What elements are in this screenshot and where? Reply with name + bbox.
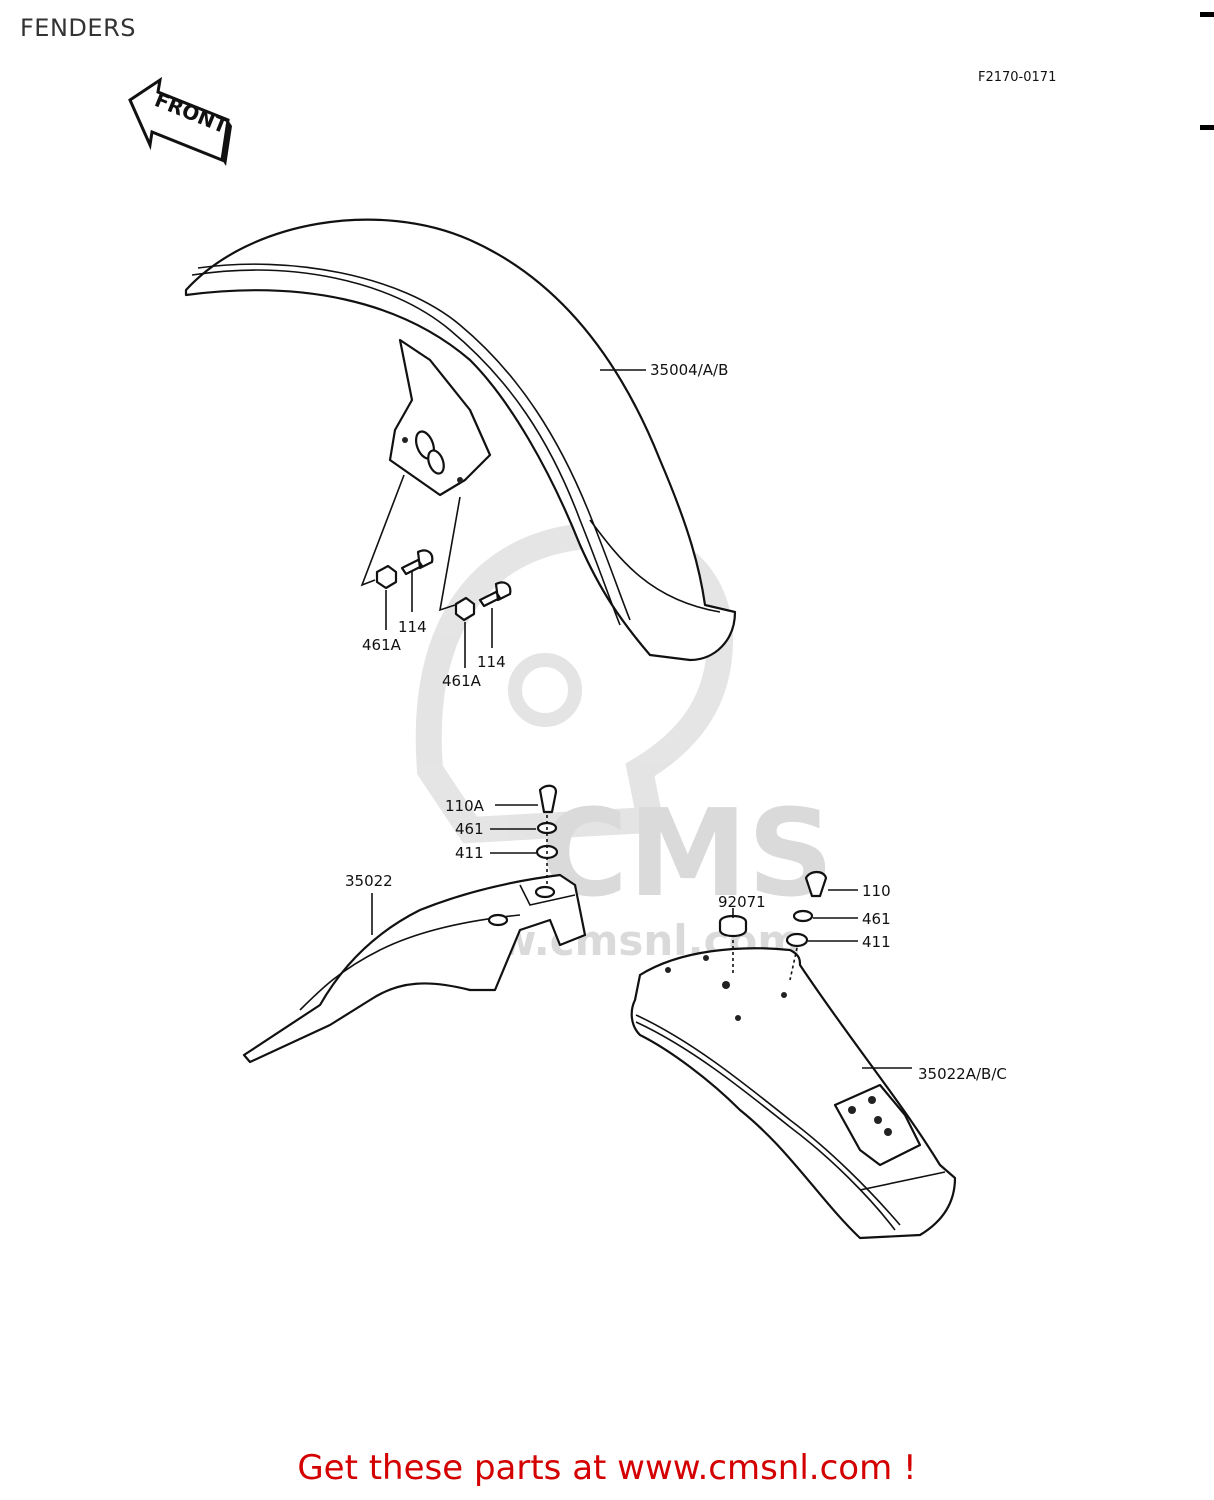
diagram-code: F2170-0171 (978, 70, 1057, 85)
callout-washer-411: 411 (455, 844, 484, 862)
callout-bolt-right: 114 (477, 653, 506, 671)
rear-inner-hardware (371, 784, 559, 935)
callout-rear-inner-fender: 35022 (345, 872, 393, 890)
front-fender (184, 218, 737, 662)
callout-damper: 92071 (718, 893, 766, 911)
callout-bolt-left: 114 (398, 618, 427, 636)
front-hardware (360, 474, 512, 668)
page-title: FENDERS (20, 14, 136, 42)
watermark-mascot-eye (508, 653, 582, 727)
callout-nut-right: 461A (442, 672, 482, 690)
cta-link[interactable]: Get these parts at www.cmsnl.com ! (297, 1448, 917, 1488)
bolt-left (400, 549, 434, 576)
callout-bolt-110: 110 (862, 882, 891, 900)
rear-fender (630, 947, 957, 1240)
callout-nut-461-rear: 461 (862, 910, 891, 928)
nut-right (454, 596, 476, 622)
bolt-110 (804, 870, 828, 898)
front-direction-arrow: FRONT (128, 76, 232, 166)
watermark-brand: CMS (540, 785, 834, 924)
rear-inner-fender (242, 873, 587, 1064)
callout-bolt-110a: 110A (445, 797, 485, 815)
nut-461-rear (792, 909, 814, 923)
edge-mark-bottom (1200, 125, 1214, 130)
washer-411-rear (785, 932, 809, 948)
callout-front-fender: 35004/A/B (650, 361, 728, 379)
callout-washer-411-rear: 411 (862, 933, 891, 951)
rear-hardware (718, 870, 912, 1069)
damper-92071 (718, 914, 748, 938)
parts-diagram: CMS www.cmsnl.com FRONT (128, 76, 1007, 1240)
callout-nut-461: 461 (455, 820, 484, 838)
edge-mark-top (1200, 12, 1214, 17)
bolt-right (478, 581, 512, 608)
callout-nut-left: 461A (362, 636, 402, 654)
bolt-110a (538, 784, 558, 814)
nut-left (375, 564, 398, 590)
callout-rear-fender: 35022A/B/C (918, 1065, 1007, 1083)
